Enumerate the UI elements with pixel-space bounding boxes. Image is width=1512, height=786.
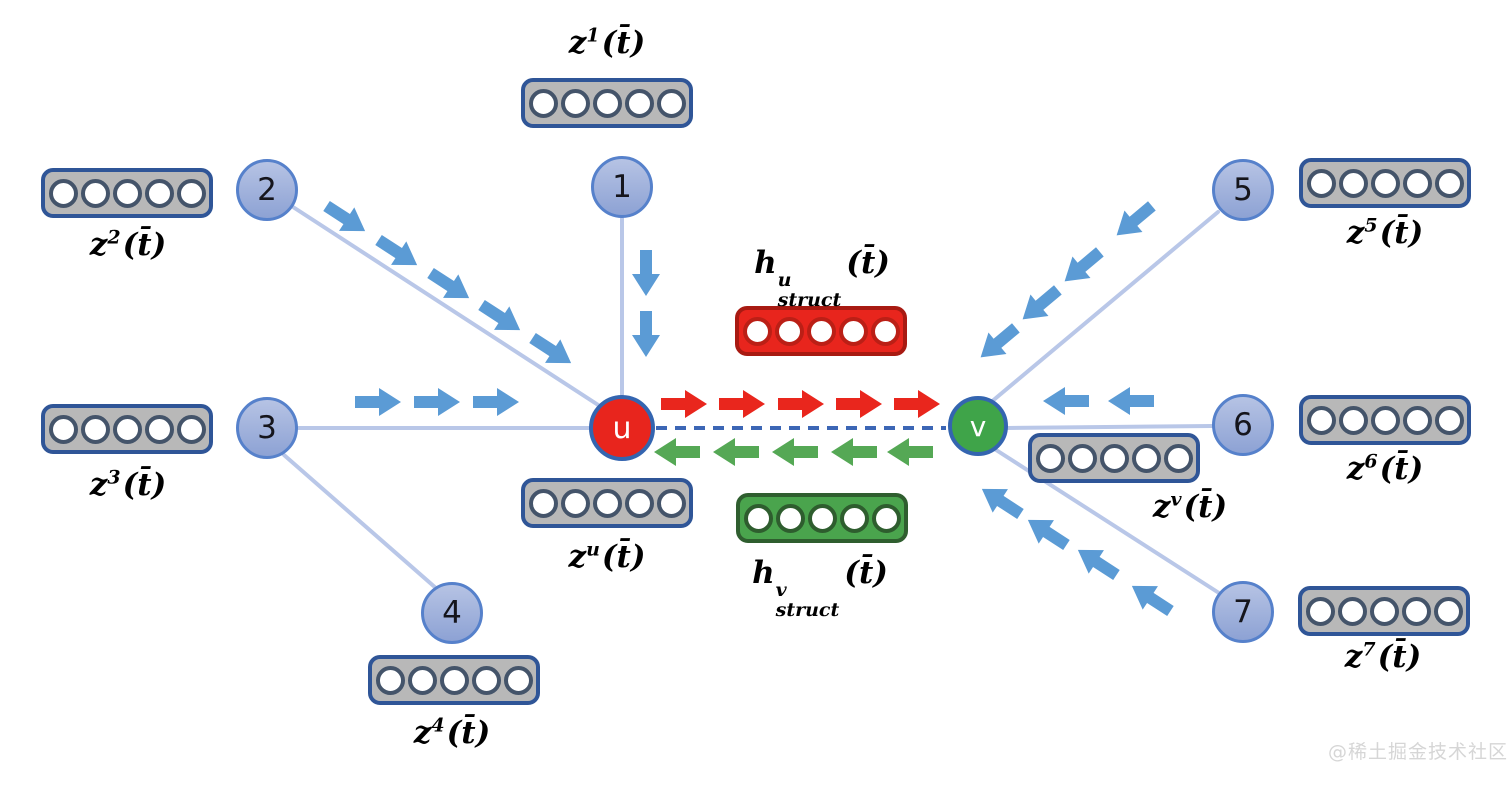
- flow-arrow-icon: [1108, 387, 1154, 415]
- embedding-vector-zv: [1028, 433, 1200, 483]
- graph-edges: [282, 205, 1221, 595]
- blue-flow-arrows-1-u: [632, 250, 660, 357]
- graph-node-3: 3: [236, 397, 298, 459]
- watermark: @稀土掘金技术社区: [1328, 741, 1509, 763]
- embedding-vector-z5: [1299, 158, 1471, 208]
- embedding-vector-z2: [41, 168, 213, 218]
- flow-arrow-icon: [713, 438, 759, 466]
- blue-flow-arrows-6-v: [1043, 387, 1154, 415]
- label-zu: zu(t̄): [568, 538, 646, 575]
- embedding-vector-z4: [368, 655, 540, 705]
- graph-node-1: 1: [591, 156, 653, 218]
- edge-6-v: [1005, 424, 1214, 430]
- flow-arrow-icon: [974, 477, 1029, 526]
- flow-arrow-icon: [772, 438, 818, 466]
- flow-arrow-icon: [632, 250, 660, 296]
- graph-node-4: 4: [421, 582, 483, 644]
- flow-arrow-icon: [719, 390, 765, 418]
- embedding-vector-zu: [521, 478, 693, 528]
- label-z2: z2(t̄): [89, 226, 167, 263]
- flow-arrow-icon: [654, 438, 700, 466]
- flow-arrow-icon: [1107, 195, 1161, 247]
- flow-arrow-icon: [318, 194, 373, 243]
- flow-arrow-icon: [1020, 508, 1075, 557]
- flow-arrow-icon: [414, 388, 460, 416]
- flow-arrow-icon: [370, 228, 425, 277]
- embedding-vector-z1: [521, 78, 693, 128]
- flow-arrow-icon: [473, 388, 519, 416]
- edge-5-v: [988, 210, 1220, 405]
- edge-3-4: [282, 453, 439, 591]
- flow-arrow-icon: [1013, 279, 1067, 331]
- flow-arrow-icon: [1070, 538, 1125, 587]
- flow-arrow-icon: [473, 293, 528, 342]
- node-label: 7: [1233, 594, 1253, 630]
- node-label: u: [612, 410, 632, 446]
- graph-node-7: 7: [1212, 581, 1274, 643]
- flow-arrow-icon: [836, 390, 882, 418]
- flow-arrow-icon: [1055, 241, 1109, 293]
- label-z6: z6(t̄): [1346, 450, 1424, 487]
- red-message-arrows-u-v: [661, 390, 940, 418]
- embedding-vector-z7: [1298, 586, 1470, 636]
- flow-arrow-icon: [632, 311, 660, 357]
- flow-arrow-icon: [355, 388, 401, 416]
- struct-embedding-vector-hu: [735, 306, 907, 356]
- label-z7: z7(t̄): [1344, 638, 1422, 675]
- flow-arrow-icon: [778, 390, 824, 418]
- edge-2-u: [291, 205, 611, 414]
- node-label: v: [969, 409, 987, 443]
- flow-arrow-icon: [1043, 387, 1089, 415]
- flow-arrow-icon: [422, 261, 477, 310]
- flow-arrow-icon: [661, 390, 707, 418]
- blue-flow-arrows-2-u: [318, 194, 579, 375]
- embedding-vector-z6: [1299, 395, 1471, 445]
- flow-arrow-icon: [894, 390, 940, 418]
- graph-node-2: 2: [236, 159, 298, 221]
- flow-arrow-icon: [524, 326, 579, 375]
- node-label: 1: [612, 169, 632, 205]
- flow-arrow-icon: [971, 317, 1025, 369]
- struct-embedding-vector-hv: [736, 493, 908, 543]
- graph-node-5: 5: [1212, 159, 1274, 221]
- label-z5: z5(t̄): [1346, 214, 1424, 251]
- label-z4: z4(t̄): [413, 714, 491, 751]
- node-label: 6: [1233, 407, 1253, 443]
- node-label: 3: [257, 410, 277, 446]
- blue-flow-arrows-3-u: [355, 388, 519, 416]
- label-z1: z1(t̄): [568, 24, 646, 61]
- flow-arrow-icon: [887, 438, 933, 466]
- node-label: 4: [442, 595, 462, 631]
- graph-node-6: 6: [1212, 394, 1274, 456]
- label-z3: z3(t̄): [89, 466, 167, 503]
- node-label: 2: [257, 172, 277, 208]
- flow-arrow-icon: [831, 438, 877, 466]
- green-message-arrows-v-u: [654, 438, 933, 466]
- node-label: 5: [1233, 172, 1253, 208]
- graph-node-u: u: [589, 395, 655, 461]
- label-zv: zv(t̄): [1152, 488, 1228, 525]
- embedding-vector-z3: [41, 404, 213, 454]
- graph-node-v: v: [948, 396, 1008, 456]
- flow-arrow-icon: [1124, 574, 1179, 623]
